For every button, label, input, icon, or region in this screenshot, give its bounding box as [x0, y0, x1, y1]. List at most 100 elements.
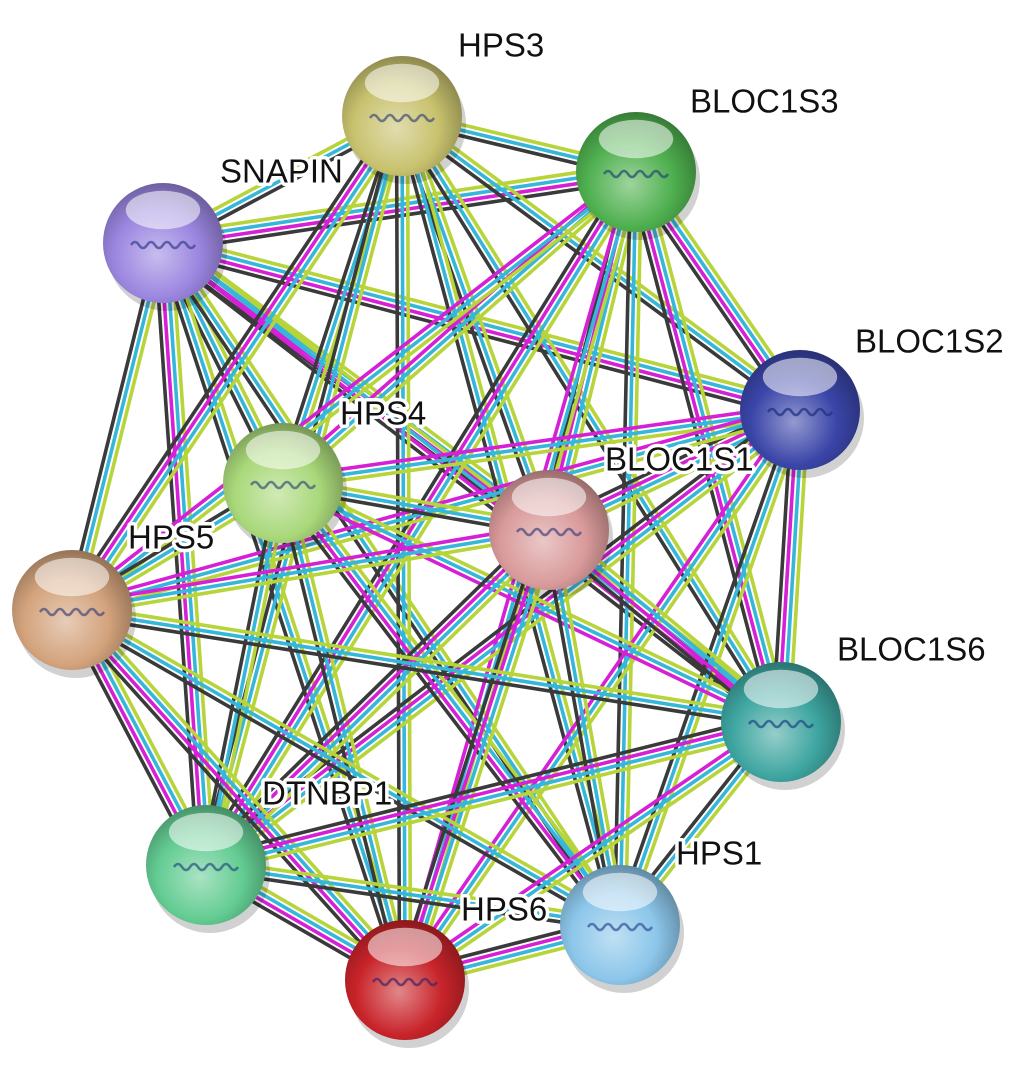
edge-dtnbp1-hps1: [203, 857, 623, 933]
node-bloc1s3[interactable]: [576, 112, 700, 240]
node-label-hps1: HPS1: [676, 835, 762, 872]
edge-line-neighborhood: [76, 602, 413, 977]
node-hps1[interactable]: [560, 865, 684, 993]
protein-structure-icon: [249, 480, 317, 490]
protein-structure-icon: [586, 922, 654, 932]
edge-line-database: [70, 608, 622, 927]
node-gloss: [762, 357, 838, 397]
node-hps6[interactable]: [345, 920, 469, 1048]
edge-line-neighborhood: [284, 174, 642, 489]
edge-line-neighborhood: [287, 476, 629, 922]
edge-line-experimental: [278, 486, 781, 729]
edge-line-experimental: [201, 168, 636, 866]
node-hps5[interactable]: [12, 550, 136, 678]
node-label-hps3: HPS3: [458, 27, 544, 64]
edge-line-database: [70, 528, 551, 612]
edge-line-coexpression: [202, 712, 781, 859]
edge-line-neighborhood: [73, 174, 642, 617]
edge-line-coexpression: [541, 529, 617, 928]
edge-line-experimental: [400, 715, 780, 978]
edge-line-neighborhood: [411, 530, 559, 985]
edge-bloc1s1-hps1: [541, 527, 628, 928]
edge-line-neighborhood: [165, 238, 627, 924]
edge-line-neighborhood: [71, 533, 552, 618]
node-bloc1s6[interactable]: [721, 662, 845, 790]
node-gloss: [168, 812, 244, 852]
protein-structure-icon: [129, 240, 197, 250]
node-gloss: [598, 119, 674, 159]
edge-line-database: [636, 169, 786, 724]
edge-line-coexpression: [395, 117, 779, 727]
protein-structure-icon: [747, 719, 815, 729]
node-gloss: [364, 63, 440, 103]
edge-line-database: [72, 606, 409, 980]
edge-line-database: [160, 167, 638, 243]
edge-line-experimental: [203, 717, 783, 865]
edge-line-database: [70, 170, 638, 612]
node-label-bloc1s2: BLOC1S2: [855, 323, 1004, 360]
node-label-hps5: HPS5: [128, 519, 214, 556]
node-bloc1s2[interactable]: [740, 350, 864, 478]
protein-structure-icon: [38, 607, 106, 617]
edge-line-neighborhood: [71, 602, 784, 719]
edge-line-experimental: [68, 610, 405, 984]
edge-line-neighborhood: [407, 411, 807, 985]
node-gloss: [125, 190, 201, 230]
protein-structure-icon: [371, 977, 439, 987]
edge-line-database: [70, 241, 165, 612]
edge-bloc1s3-hps5: [66, 165, 642, 617]
node-label-bloc1s6: BLOC1S6: [837, 631, 986, 668]
edge-line-database: [281, 481, 783, 724]
node-snapin[interactable]: [103, 183, 227, 311]
edge-line-coexpression: [69, 613, 782, 730]
edge-line-database: [72, 115, 407, 614]
edge-line-neighborhood: [163, 233, 804, 404]
node-gloss: [511, 477, 587, 517]
node-label-dtnbp1: DTNBP1: [262, 775, 392, 812]
node-gloss: [245, 430, 321, 470]
edge-line-experimental: [66, 165, 635, 608]
node-label-hps4: HPS4: [340, 395, 426, 432]
node-bloc1s1[interactable]: [489, 470, 613, 598]
edge-line-database: [70, 608, 783, 724]
edge-hps5-bloc1s6: [69, 602, 784, 730]
edge-line-neighborhood: [72, 603, 625, 923]
protein-structure-icon: [172, 862, 240, 872]
protein-structure-icon: [602, 169, 670, 179]
edge-line-experimental: [280, 402, 802, 480]
edge-line-database: [204, 722, 784, 870]
edge-line-database: [405, 529, 554, 983]
edge-bloc1s6-dtnbp1: [202, 712, 785, 875]
node-gloss: [367, 927, 443, 967]
edge-snapin-hps5: [64, 239, 171, 614]
edge-line-database: [283, 479, 624, 926]
node-hps3[interactable]: [342, 56, 466, 184]
edge-line-neighborhood: [552, 527, 628, 926]
edge-hps5-hps1: [67, 603, 625, 932]
edge-line-experimental: [69, 522, 550, 607]
edge-line-database: [204, 481, 285, 867]
edge-line-neighborhood: [206, 728, 785, 875]
edge-line-coexpression: [396, 118, 799, 417]
node-dtnbp1[interactable]: [146, 805, 270, 933]
edge-hps3-hps5: [63, 109, 411, 617]
edge-line-neighborhood: [209, 482, 291, 868]
edge-line-coexpression: [64, 239, 160, 611]
edge-line-neighborhood: [405, 112, 556, 530]
edge-line-neighborhood: [77, 118, 411, 617]
node-gloss: [34, 557, 110, 597]
edge-line-coexpression: [275, 112, 399, 484]
edge-line-database: [400, 114, 783, 724]
edge-line-coexpression: [203, 868, 622, 933]
edge-hps4-dtnbp1: [198, 480, 291, 868]
node-hps4[interactable]: [223, 423, 347, 551]
edge-line-coexpression: [197, 165, 631, 863]
node-label-bloc1s1: BLOC1S1: [605, 441, 754, 478]
edge-line-database: [281, 408, 802, 485]
edge-line-coexpression: [613, 406, 797, 925]
edge-line-experimental: [202, 406, 801, 865]
edge-line-neighborhood: [406, 724, 786, 987]
edge-line-database: [161, 241, 407, 982]
edge-line-database: [204, 863, 622, 927]
